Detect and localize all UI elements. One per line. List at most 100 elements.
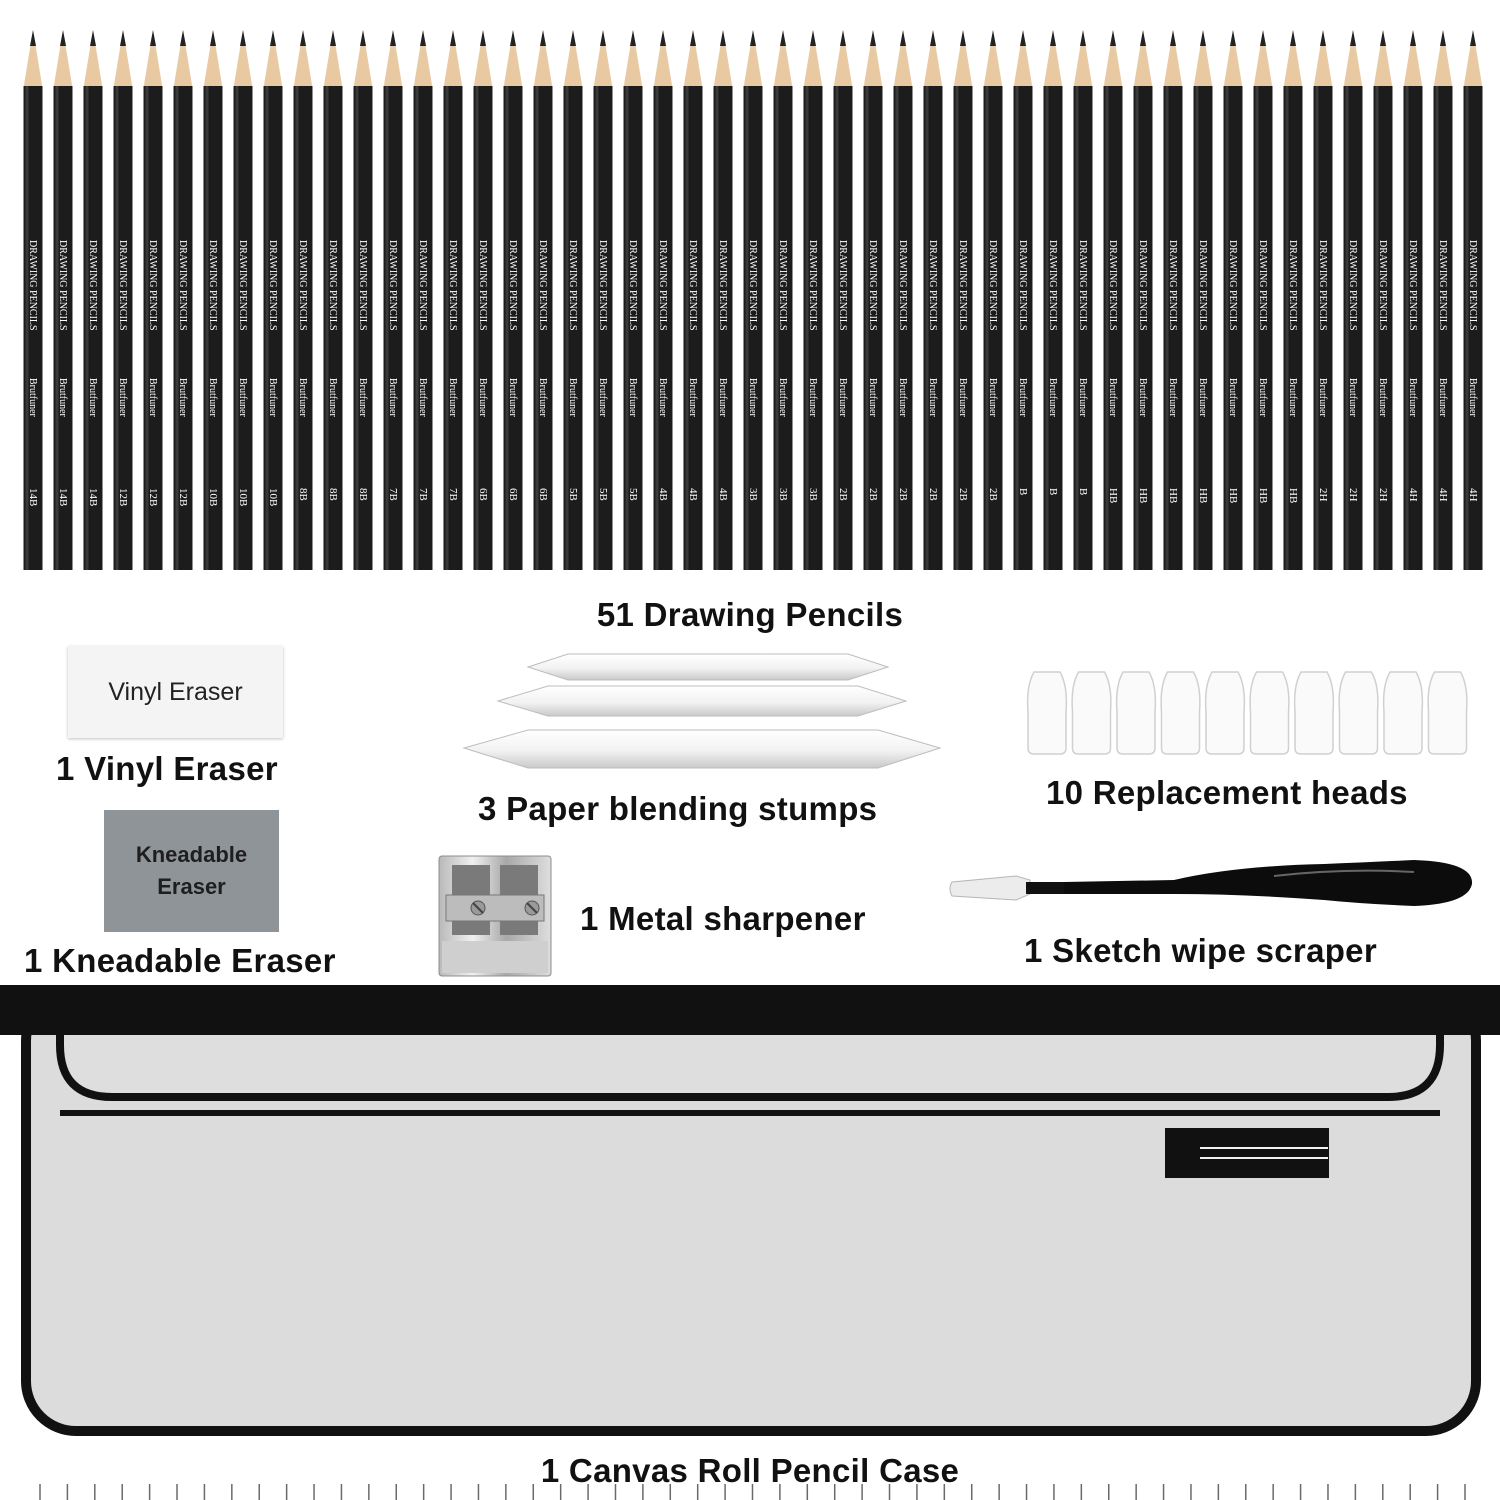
pencil-grade-label: 10B	[207, 488, 219, 506]
pencil-grade-label: 2B	[957, 488, 969, 501]
pencil-maker-text: Brutfuner	[1017, 378, 1028, 418]
pencil-brand-text: DRAWING PENCILS	[537, 240, 548, 331]
replacement-head	[1071, 671, 1112, 755]
pencil-grade-label: 3B	[807, 488, 819, 501]
pencils-caption: 51 Drawing Pencils	[596, 596, 904, 633]
pencil-brand-text: DRAWING PENCILS	[27, 240, 38, 331]
pencil-brand-text: DRAWING PENCILS	[1227, 240, 1238, 331]
pencil-maker-text: Brutfuner	[1287, 378, 1298, 418]
pencil-maker-text: Brutfuner	[1227, 378, 1238, 418]
vinyl-eraser-caption: 1 Vinyl Eraser	[56, 750, 278, 787]
pencil-brand-text: DRAWING PENCILS	[1077, 240, 1088, 331]
pencil-maker-text: Brutfuner	[267, 378, 278, 418]
blending-stumps	[462, 653, 942, 769]
pencil-grade-label: 8B	[327, 488, 339, 501]
pencil-grade-label: 10B	[237, 488, 249, 506]
pencil-grade-label: 3B	[777, 488, 789, 501]
pencil-grade-label: 6B	[477, 488, 489, 501]
pencil-maker-text: Brutfuner	[687, 378, 698, 418]
pencil-maker-text: Brutfuner	[747, 378, 758, 418]
replacement-head	[1293, 671, 1335, 755]
replacement-head	[1338, 671, 1379, 755]
pencil-grade-label: HB	[1227, 488, 1239, 503]
pencil-grade-label: 2B	[987, 488, 999, 501]
pencil-maker-text: Brutfuner	[357, 378, 368, 418]
pencil-brand-text: DRAWING PENCILS	[1167, 240, 1178, 331]
pencil-grade-label: B	[1077, 488, 1089, 495]
pencil-grade-label: 12B	[147, 488, 159, 506]
pencil-grade-label: 7B	[447, 488, 459, 501]
pencil-grade-label: 14B	[27, 488, 39, 506]
pencil-brand-text: DRAWING PENCILS	[207, 240, 218, 331]
pencil-brand-text: DRAWING PENCILS	[1347, 240, 1358, 331]
pencil-brand-text: DRAWING PENCILS	[927, 240, 938, 331]
pencil-brand-text: DRAWING PENCILS	[837, 240, 848, 331]
pencil-brand-text: DRAWING PENCILS	[1377, 240, 1388, 331]
pencil-brand-text: DRAWING PENCILS	[807, 240, 818, 331]
pencil-brand-text: DRAWING PENCILS	[657, 240, 668, 331]
pencil-maker-text: Brutfuner	[1317, 378, 1328, 418]
pencil-maker-text: Brutfuner	[27, 378, 38, 418]
case-elastic-loops	[39, 1484, 1466, 1500]
pencil-grade-label: HB	[1257, 488, 1269, 503]
pencil-maker-text: Brutfuner	[1407, 378, 1418, 418]
pencil-maker-text: Brutfuner	[867, 378, 878, 418]
pencil-grade-label: 4H	[1407, 488, 1419, 502]
pencil-grade-label: 4H	[1437, 488, 1449, 502]
pencil-maker-text: Brutfuner	[117, 378, 128, 418]
pencil-grade-label: 2H	[1347, 488, 1359, 502]
pencil-grade-label: 5B	[627, 488, 639, 501]
pencil-brand-text: DRAWING PENCILS	[1257, 240, 1268, 331]
pencil-grade-label: 2B	[867, 488, 879, 501]
pencil-brand-text: DRAWING PENCILS	[1047, 240, 1058, 331]
pencil-brand-text: DRAWING PENCILS	[117, 240, 128, 331]
pencil-grade-label: 8B	[297, 488, 309, 501]
pencil-brand-text: DRAWING PENCILS	[357, 240, 368, 331]
pencil-maker-text: Brutfuner	[1107, 378, 1118, 418]
pencil-brand-text: DRAWING PENCILS	[477, 240, 488, 331]
drawing-pencils-row: DRAWING PENCILS Brutfuner 14B DRAWING PENCI…	[23, 30, 1483, 570]
pencil-maker-text: Brutfuner	[447, 378, 458, 418]
pencil-brand-text: DRAWING PENCILS	[1437, 240, 1448, 331]
pencil-maker-text: Brutfuner	[597, 378, 608, 418]
pencil-maker-text: Brutfuner	[1197, 378, 1208, 418]
pencil-maker-text: Brutfuner	[897, 378, 908, 418]
pencil-grade-label: HB	[1167, 488, 1179, 503]
pencil-maker-text: Brutfuner	[1437, 378, 1448, 418]
pencil-maker-text: Brutfuner	[1077, 378, 1088, 418]
wipe-scraper-caption: 1 Sketch wipe scraper	[1024, 932, 1377, 969]
pencil-brand-text: DRAWING PENCILS	[687, 240, 698, 331]
pencil-grade-label: 7B	[387, 488, 399, 501]
pencil-brand-text: DRAWING PENCILS	[417, 240, 428, 331]
pencil-brand-text: DRAWING PENCILS	[1107, 240, 1118, 331]
replacement-heads	[1026, 671, 1468, 755]
replacement-head	[1160, 671, 1201, 755]
pencil-grade-label: 4H	[1467, 488, 1479, 502]
blending-stump-large	[462, 729, 942, 769]
replacement-head	[1026, 671, 1068, 755]
pencil-maker-text: Brutfuner	[507, 378, 518, 418]
pencil-grade-label: 3B	[747, 488, 759, 501]
pencil-maker-text: Brutfuner	[177, 378, 188, 418]
pencil-maker-text: Brutfuner	[1467, 378, 1478, 418]
